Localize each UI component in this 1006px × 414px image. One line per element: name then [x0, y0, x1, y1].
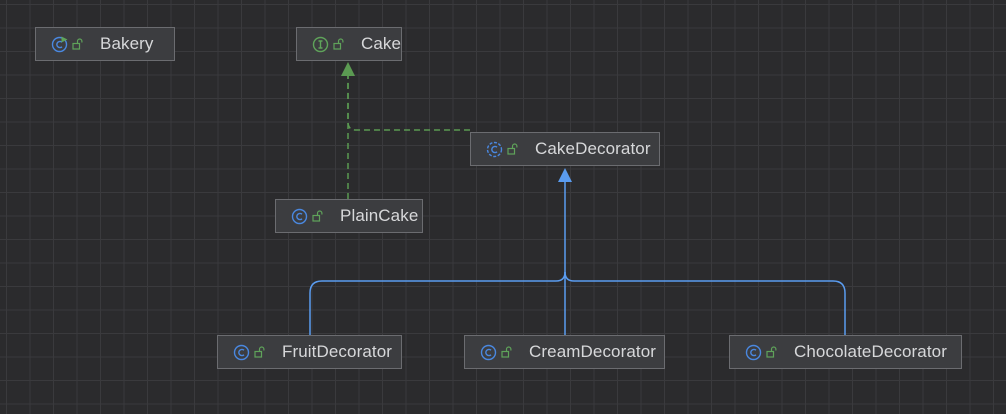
class-icon: [291, 208, 308, 225]
class-name: ChocolateDecorator: [794, 342, 947, 361]
class-node-plain-cake[interactable]: PlainCake: [275, 199, 423, 233]
public-visibility-icon: [766, 346, 778, 358]
interface-icon: [312, 36, 329, 53]
class-node-cake-decorator[interactable]: CakeDecorator: [470, 132, 660, 166]
runnable-class-icon: [51, 36, 68, 53]
abstract-class-icon: [486, 141, 503, 158]
class-icon: [480, 344, 497, 361]
class-name: CakeDecorator: [535, 139, 651, 158]
class-name: FruitDecorator: [282, 342, 393, 361]
fruit-decorator-extends-edge: [309, 271, 566, 335]
public-visibility-icon: [312, 210, 324, 222]
class-icon: [745, 344, 762, 361]
public-visibility-icon: [333, 38, 345, 50]
class-icon: [233, 344, 250, 361]
extends-arrowhead: [558, 168, 572, 182]
public-visibility-icon: [254, 346, 266, 358]
class-node-fruit-decorator[interactable]: FruitDecorator: [217, 335, 402, 369]
class-name: PlainCake: [340, 206, 419, 225]
class-node-chocolate-decorator[interactable]: ChocolateDecorator: [729, 335, 962, 369]
public-visibility-icon: [507, 143, 519, 155]
class-name: CreamDecorator: [529, 342, 657, 361]
interface-name: Cake: [361, 34, 402, 53]
class-name: Bakery: [100, 34, 154, 53]
chocolate-decorator-extends-edge: [564, 271, 846, 335]
interface-node-cake[interactable]: Cake: [296, 27, 402, 61]
implements-arrowhead: [341, 62, 355, 76]
public-visibility-icon: [501, 346, 513, 358]
class-node-cream-decorator[interactable]: CreamDecorator: [464, 335, 665, 369]
cake-decorator-implements-cake-edge: [347, 76, 470, 131]
class-node-bakery[interactable]: Bakery: [35, 27, 175, 61]
public-visibility-icon: [72, 38, 84, 50]
